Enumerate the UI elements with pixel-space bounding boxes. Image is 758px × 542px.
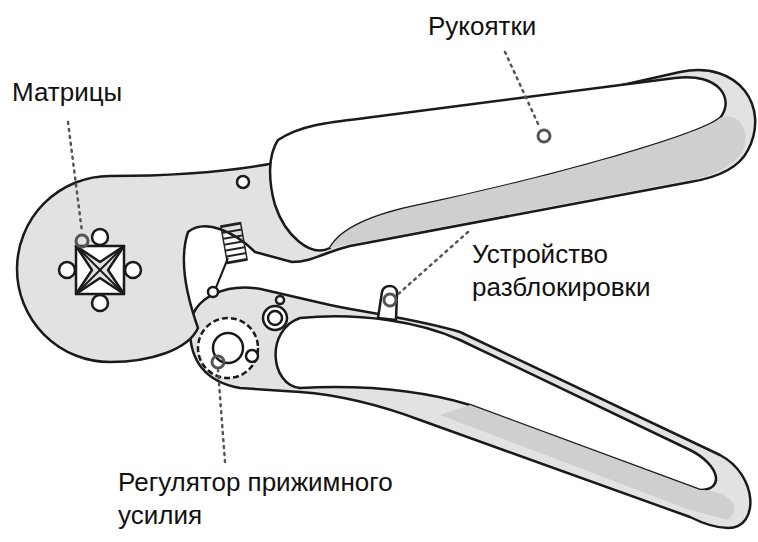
force-regulator	[198, 296, 287, 378]
spring	[221, 223, 247, 264]
release-lever	[378, 286, 397, 320]
lower-grip	[276, 316, 716, 490]
lower-grip-shade	[440, 405, 734, 520]
leader-lines	[68, 52, 540, 462]
upper-grip-shade	[330, 116, 746, 248]
part-label: Рукоятки	[428, 10, 628, 43]
part-label: Матрицы	[12, 76, 212, 109]
part-label: Устройство разблокировки	[472, 238, 742, 304]
part-label: Регулятор прижимного усилия	[118, 466, 448, 532]
crimp-dies	[59, 229, 141, 311]
head-upper-body	[17, 70, 755, 362]
